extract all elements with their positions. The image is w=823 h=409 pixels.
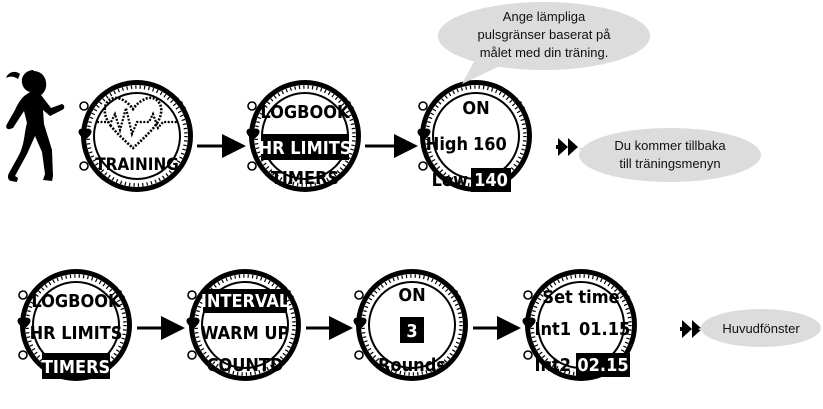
selection-highlight (42, 353, 110, 379)
watch-training-menu: LOGBOOK HR LIMITS TIMERS (244, 78, 363, 194)
high-value: 160 (473, 134, 507, 155)
int2-label: Int2 (534, 355, 571, 376)
runner-icon (6, 70, 65, 182)
menu-item-warm-up: WARM UP (201, 323, 290, 344)
watch-timer-types: INTERVAL WARM UP COUNTD (184, 267, 303, 383)
high-label: High (426, 134, 468, 155)
arrow-right-icon (137, 134, 521, 340)
rounds-value: 3 (406, 321, 417, 342)
low-value: 140 (474, 170, 508, 191)
int2-value: 02.15 (577, 355, 628, 376)
return-note-line-1: Du kommer tillbaka (614, 138, 726, 153)
rounds-value-highlight (400, 317, 424, 343)
heart-ecg-icon (97, 96, 177, 150)
hr-limits-status: ON (462, 98, 489, 119)
interval-status: ON (398, 285, 425, 306)
menu-item-logbook: LOGBOOK (260, 102, 351, 123)
set-time-title: Set time (542, 287, 619, 308)
watch-training-label: TRAINING (95, 155, 179, 175)
bubble-top-note: Ange lämpliga pulsgränser baserat på mål… (438, 2, 650, 84)
menu-item-countd: COUNTD (207, 355, 284, 376)
top-note-line-1: Ange lämpliga (503, 9, 586, 24)
selection-highlight (203, 289, 287, 313)
double-arrow-icon (556, 138, 702, 338)
top-note-line-2: pulsgränser baserat på (478, 27, 612, 42)
return-note-line-2: till träningsmenyn (619, 156, 720, 171)
menu-item-timers: TIMERS (271, 168, 339, 189)
menu-item-hr-limits: HR LIMITS (259, 138, 352, 159)
watch-hr-limits: ON High 160 Low 140 (415, 78, 534, 194)
menu-item-hr-limits: HR LIMITS (30, 323, 123, 344)
bubble-main-window: Huvudfönster (698, 309, 821, 347)
selection-highlight (261, 134, 349, 160)
int1-value: 01.15 (579, 319, 630, 340)
watch-set-time: Set time Int1 01.15 Int2 02.15 (520, 267, 639, 383)
watch-interval-rounds: ON 3 Rounds (351, 267, 470, 383)
watch-training: TRAINING (76, 78, 195, 194)
bubble-return-note: Du kommer tillbaka till träningsmenyn (578, 128, 761, 182)
menu-item-timers: TIMERS (42, 357, 110, 378)
low-value-highlight (471, 168, 511, 192)
main-window-label: Huvudfönster (722, 321, 800, 336)
menu-item-interval: INTERVAL (201, 291, 289, 312)
watch-timers-menu: LOGBOOK HR LIMITS TIMERS (15, 267, 134, 383)
int2-value-highlight (576, 353, 630, 377)
int1-label: Int1 (534, 319, 571, 340)
menu-item-logbook: LOGBOOK (31, 291, 122, 312)
rounds-label: Rounds (378, 355, 446, 376)
top-note-line-3: målet med din träning. (480, 45, 609, 60)
low-label: Low (432, 170, 468, 191)
